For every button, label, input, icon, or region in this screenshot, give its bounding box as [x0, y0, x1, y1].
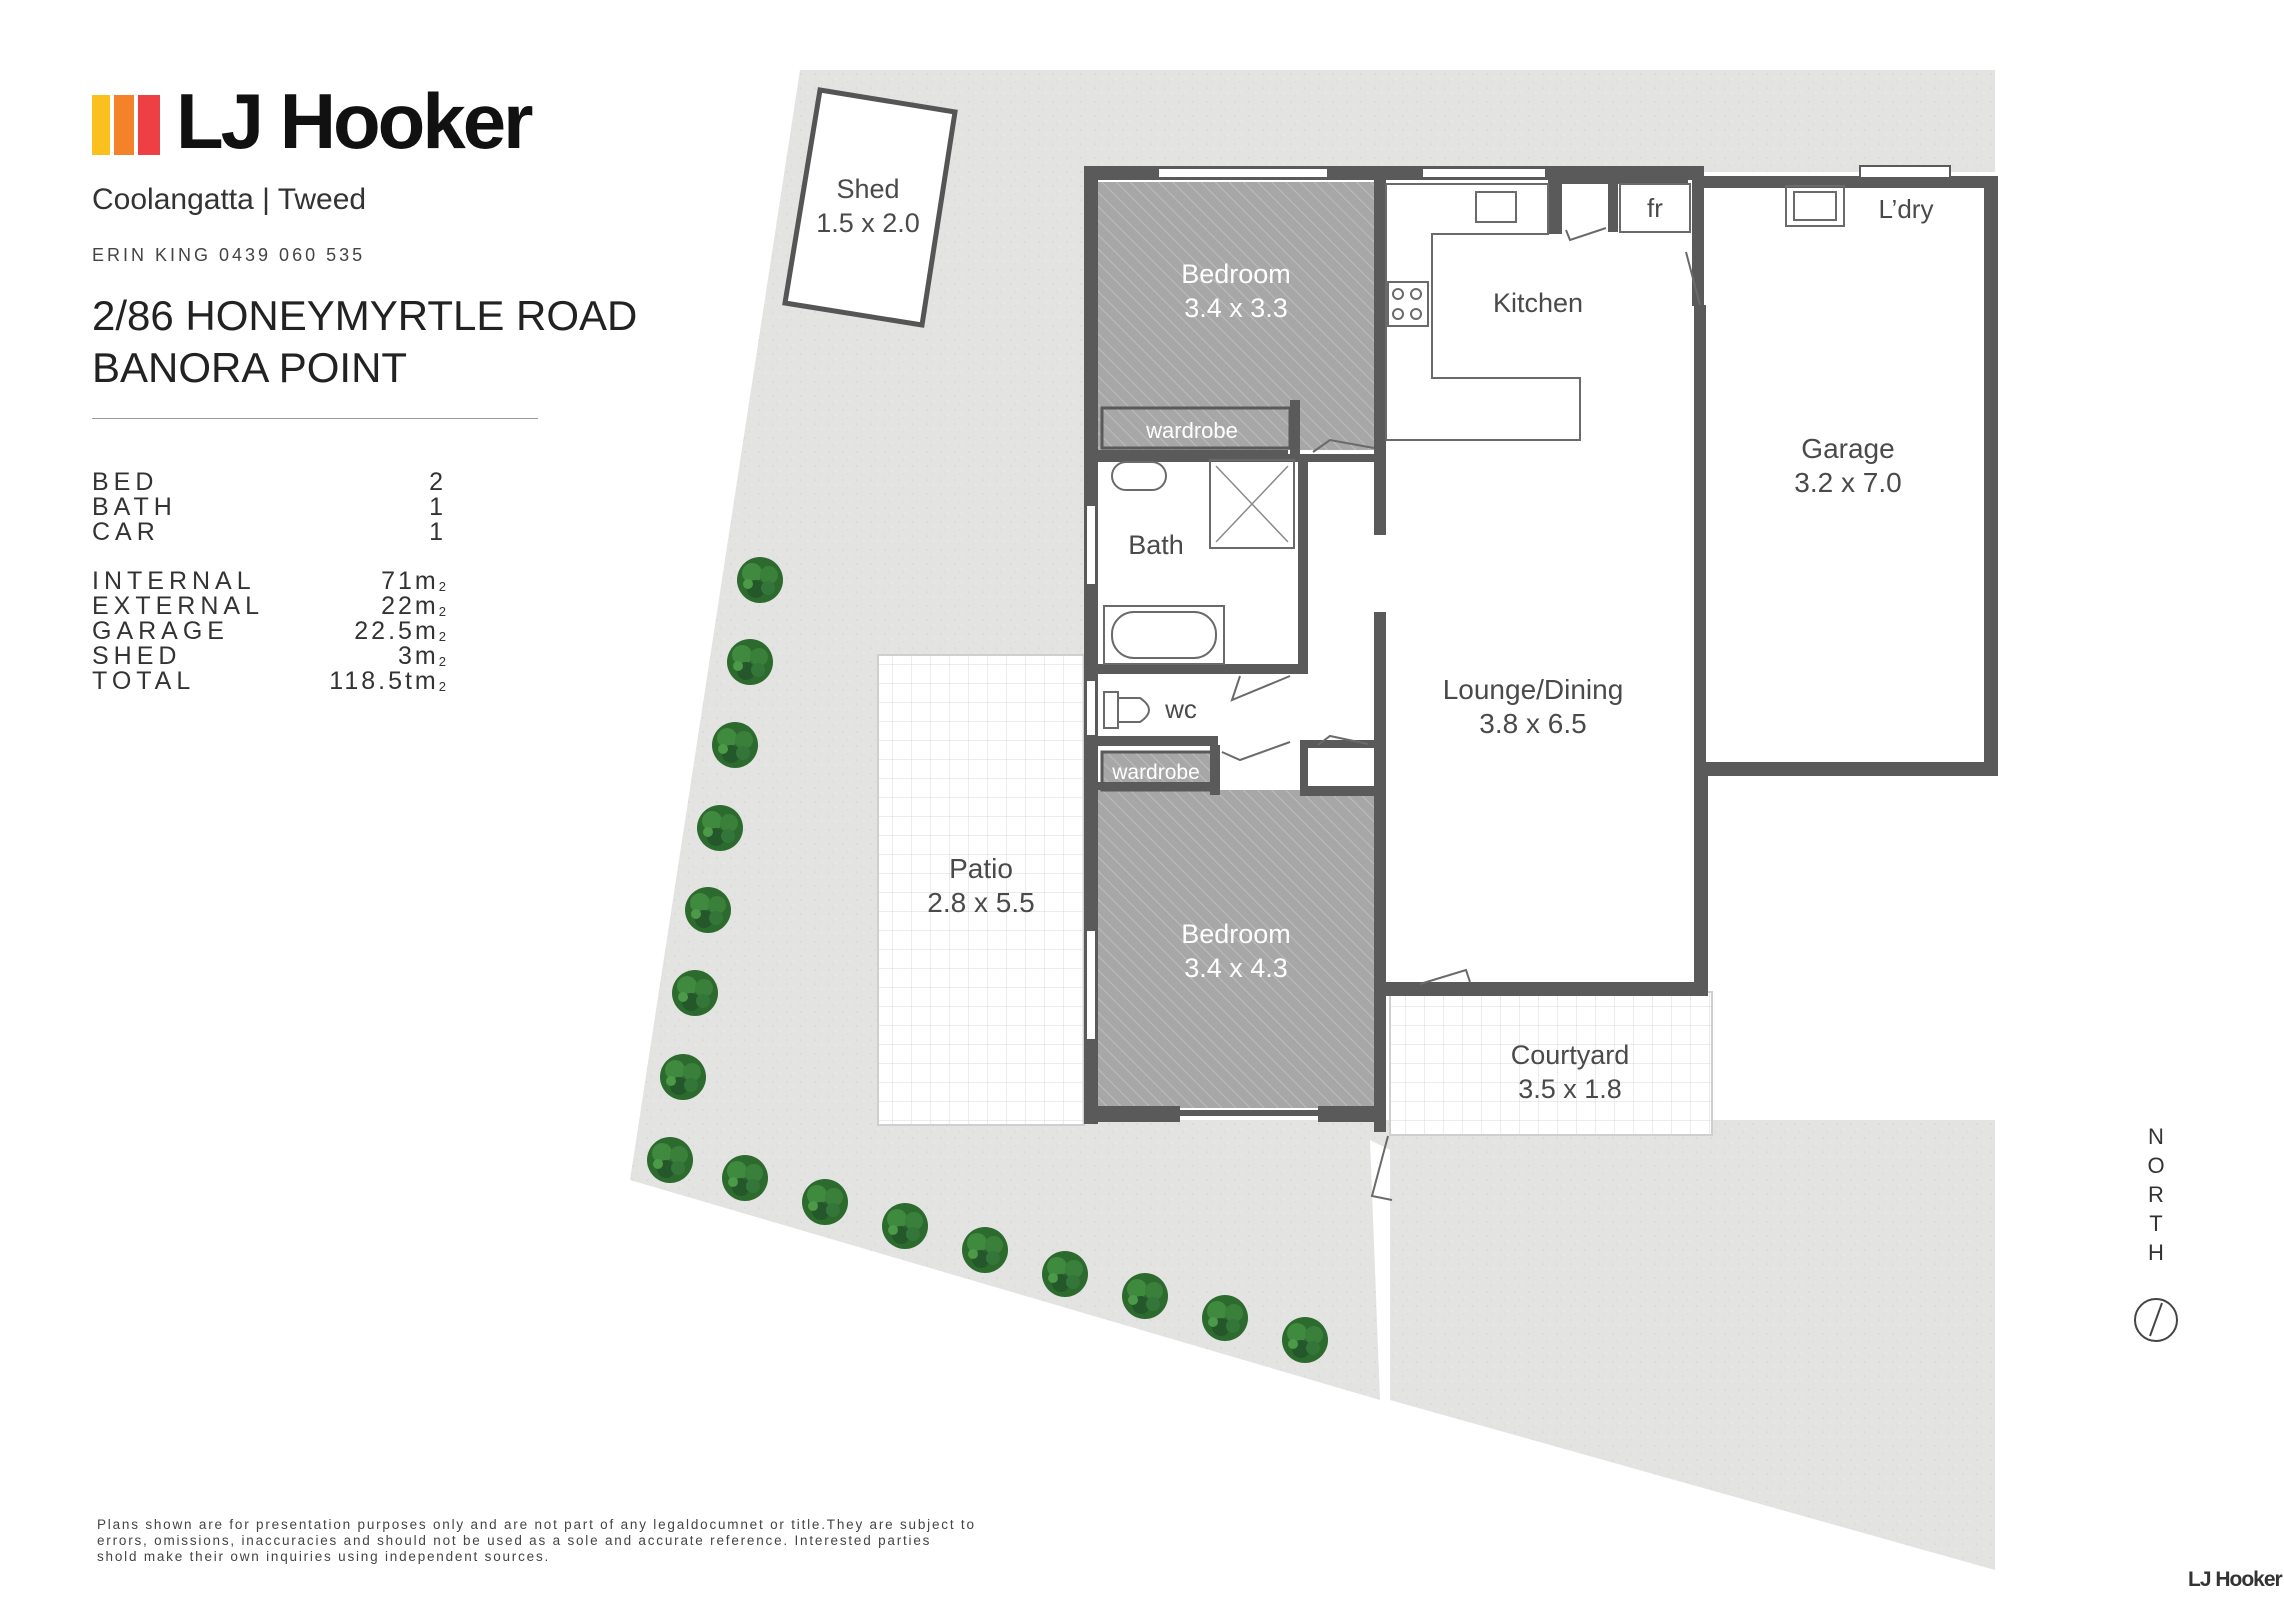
stat-garage-label: GARAGE — [92, 617, 229, 645]
address-line-2: BANORA POINT — [92, 344, 408, 391]
stat-car-label: CAR — [92, 518, 160, 546]
shed-size: 1.5 x 2.0 — [816, 208, 920, 238]
bath-label: Bath — [1128, 530, 1184, 560]
disclaimer-line-2: errors, omissions, inaccuracies and shou… — [97, 1533, 932, 1548]
garage: Garage 3.2 x 7.0 — [1794, 433, 1901, 498]
stat-car-value: 1 — [429, 518, 446, 546]
stat-internal-value: 71m2 — [381, 567, 446, 595]
stat-external-label: EXTERNAL — [92, 592, 264, 620]
shed-label: Shed — [836, 174, 899, 204]
header-divider — [92, 418, 538, 419]
kitchen: Kitchen fr — [1385, 183, 1691, 441]
patio-size: 2.8 x 5.5 — [927, 887, 1034, 918]
patio: Patio 2.8 x 5.5 — [877, 654, 1085, 1126]
north-letter-o: O — [2147, 1153, 2165, 1178]
fridge-label: fr — [1647, 193, 1663, 223]
stat-bed-label: BED — [92, 468, 159, 496]
lounge-size: 3.8 x 6.5 — [1479, 708, 1586, 739]
courtyard: Courtyard 3.5 x 1.8 — [1389, 991, 1713, 1136]
disclaimer-line-3: shold make their own inquiries using ind… — [97, 1549, 551, 1564]
wardrobe-2-label: wardrobe — [1111, 761, 1200, 784]
patio-label: Patio — [949, 853, 1013, 884]
garage-size: 3.2 x 7.0 — [1794, 467, 1901, 498]
stat-garage-value: 22.5m2 — [354, 617, 446, 645]
lj-hooker-logo-mark — [92, 95, 160, 155]
windows — [1085, 165, 1951, 1041]
address-line-1: 2/86 HONEYMYRTLE ROAD — [92, 292, 638, 339]
bedroom-2: Bedroom 3.4 x 4.3 wardrobe — [1098, 750, 1374, 1108]
stat-shed-label: SHED — [92, 642, 182, 670]
courtyard-label: Courtyard — [1511, 1040, 1630, 1070]
stat-total-value: 118.5tm2 — [329, 667, 446, 695]
stat-shed-value: 3m2 — [398, 642, 446, 670]
lounge-label: Lounge/Dining — [1443, 674, 1624, 705]
laundry-label: L’dry — [1879, 194, 1934, 224]
office-name: Coolangatta | Tweed — [92, 183, 367, 216]
bedroom-1: Bedroom 3.4 x 3.3 wardrobe — [1098, 182, 1374, 450]
bedroom-1-size: 3.4 x 3.3 — [1184, 293, 1288, 323]
bedroom-2-label: Bedroom — [1181, 919, 1291, 949]
bedroom-1-label: Bedroom — [1181, 259, 1291, 289]
wc-label: wc — [1164, 694, 1197, 724]
laundry: L’dry — [1785, 185, 1934, 227]
courtyard-size: 3.5 x 1.8 — [1518, 1074, 1622, 1104]
doors — [1221, 227, 1701, 1201]
stat-total-label: TOTAL — [92, 667, 196, 695]
kitchen-label: Kitchen — [1493, 288, 1583, 318]
north-letter-t: T — [2149, 1211, 2163, 1236]
shed: Shed 1.5 x 2.0 — [782, 87, 958, 328]
walls — [1084, 166, 1998, 1132]
brand-footer: LJ Hooker — [2188, 1568, 2283, 1591]
agent-contact: ERIN KING 0439 060 535 — [92, 245, 366, 265]
wc: wc — [1103, 691, 1197, 729]
north-letter-r: R — [2148, 1182, 2164, 1207]
stat-bath-label: BATH — [92, 493, 177, 521]
north-letter-h: H — [2148, 1240, 2164, 1265]
bathroom: Bath — [1103, 459, 1295, 665]
garage-label: Garage — [1801, 433, 1894, 464]
north-compass-icon — [2134, 1298, 2178, 1342]
stat-bath-value: 1 — [429, 493, 446, 521]
disclaimer-line-1: Plans shown are for presentation purpose… — [97, 1517, 976, 1532]
stat-external-value: 22m2 — [381, 592, 446, 620]
brand-name: LJ Hooker — [176, 77, 533, 165]
wardrobe-1-label: wardrobe — [1145, 418, 1238, 443]
stat-internal-label: INTERNAL — [92, 567, 256, 595]
stat-bed-value: 2 — [429, 468, 446, 496]
lounge-dining: Lounge/Dining 3.8 x 6.5 — [1443, 674, 1624, 739]
bedroom-2-size: 3.4 x 4.3 — [1184, 953, 1288, 983]
disclaimer: Plans shown are for presentation purpose… — [97, 1517, 1097, 1565]
north-letter-n: N — [2148, 1124, 2164, 1149]
